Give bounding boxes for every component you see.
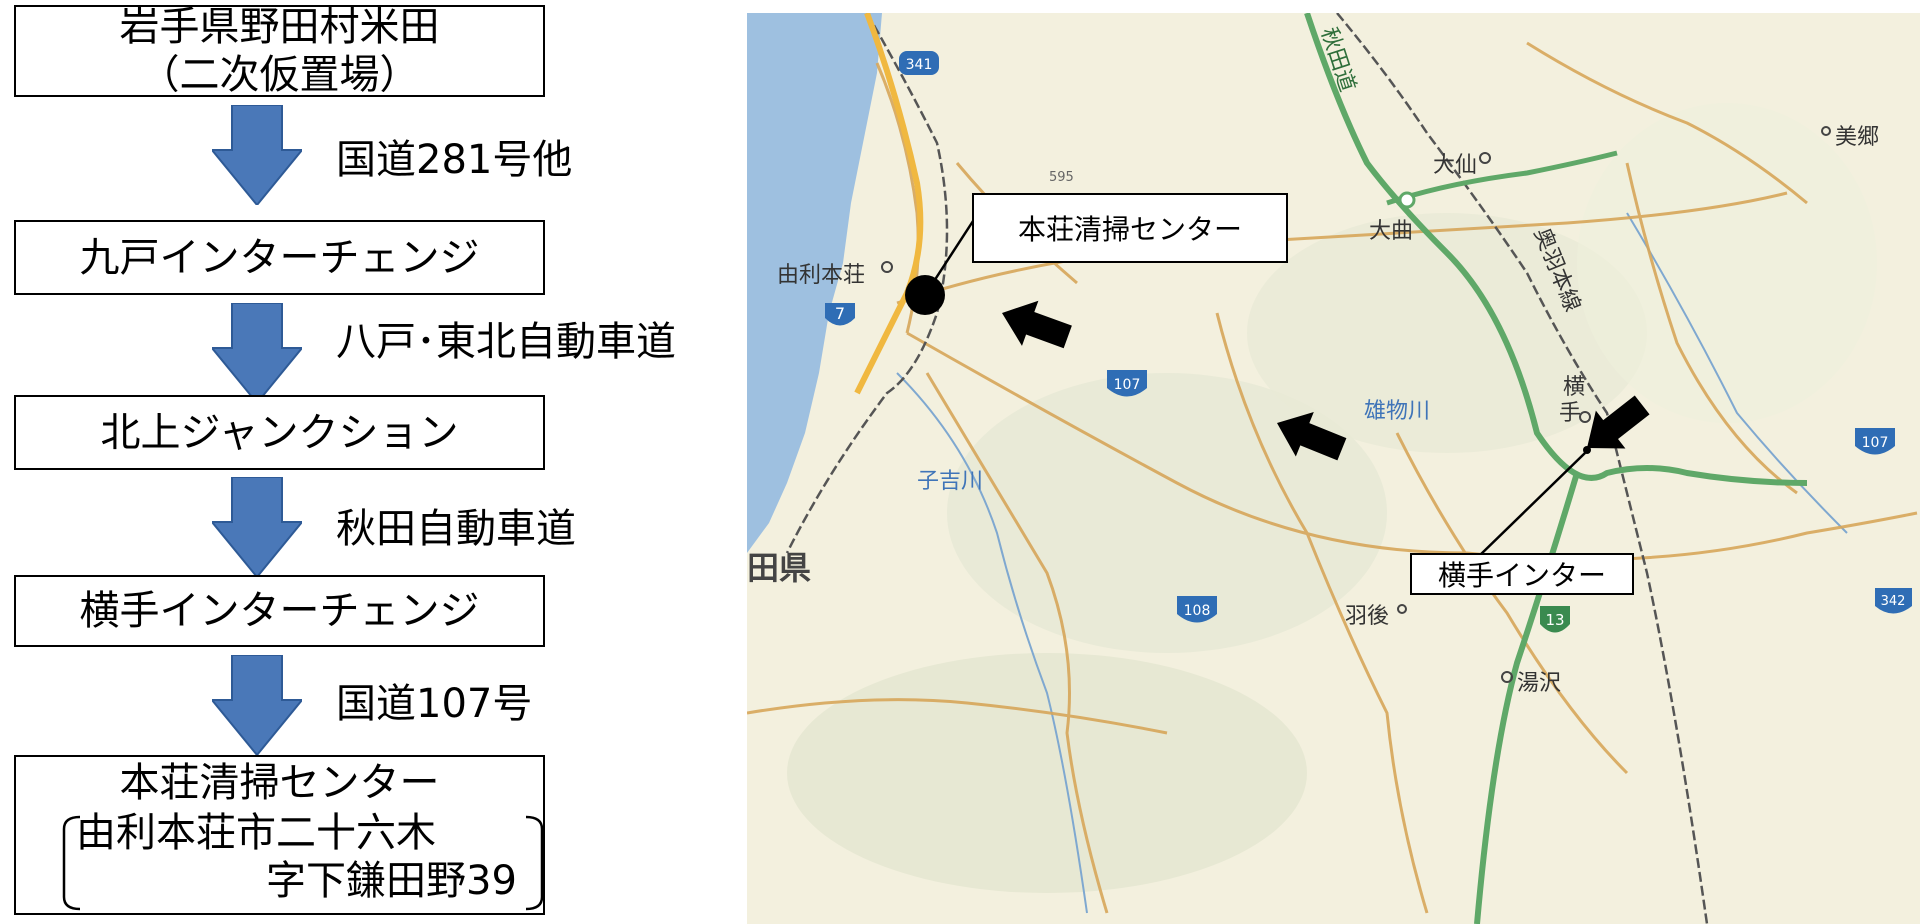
place-omagari: 大曲 xyxy=(1369,219,1414,244)
route-shield-341: 341 xyxy=(899,51,939,75)
place-misato: 美郷 xyxy=(1835,125,1880,150)
svg-text:108: 108 xyxy=(1184,603,1211,619)
step-yokote-label: 横手インターチェンジ xyxy=(79,588,480,634)
river-omono: 雄物川 xyxy=(1364,399,1431,424)
callout-yokote-ic: 横手インター xyxy=(1410,553,1634,595)
down-arrow-icon xyxy=(212,303,302,403)
direction-arrow-3 xyxy=(1587,395,1650,449)
svg-text:107: 107 xyxy=(1114,377,1141,393)
down-arrow-icon xyxy=(212,655,302,755)
callout-honjo-center: 本荘清掃センター xyxy=(972,193,1288,263)
step-kunohe-label: 九戸インターチェンジ xyxy=(79,234,480,281)
river-koyoshi: 子吉川 xyxy=(917,469,984,494)
route-map: 341 7 107 107 108 13 342 595 xyxy=(747,13,1920,924)
svg-text:341: 341 xyxy=(906,57,933,73)
place-yuzawa: 湯沢 xyxy=(1517,671,1562,696)
step-origin-label: 岩手県野田村米田 xyxy=(119,4,440,50)
svg-text:7: 7 xyxy=(835,304,845,323)
destination-block: 本荘清掃センター 由利本荘市二十六木 字下鎌田野39 xyxy=(16,757,544,913)
svg-text:13: 13 xyxy=(1545,611,1564,629)
direction-arrow-1 xyxy=(1002,300,1072,349)
step-kitakami-label: 北上ジャンクション xyxy=(100,409,459,456)
place-ugo: 羽後 xyxy=(1345,604,1390,629)
place-daisen: 大仙 xyxy=(1433,153,1478,178)
route-shield-7: 7 xyxy=(825,303,855,326)
route-shield-108: 108 xyxy=(1177,596,1217,623)
step-origin: 岩手県野田村米田 （二次仮置場） xyxy=(14,4,545,98)
direction-arrow-2 xyxy=(1277,411,1347,461)
route-number-595: 595 xyxy=(1049,170,1074,185)
step-kitakami-jct: 北上ジャンクション xyxy=(14,395,545,470)
right-brace-icon xyxy=(525,815,544,911)
route-label-2: 八戸･東北自動車道 xyxy=(336,319,676,365)
svg-text:107: 107 xyxy=(1862,435,1889,451)
route-shield-107b: 107 xyxy=(1855,428,1895,455)
step-origin-sub: （二次仮置場） xyxy=(139,52,420,98)
place-yokote-b: 手 xyxy=(1559,401,1582,426)
svg-text:342: 342 xyxy=(1881,594,1906,609)
prefecture-label: 田県 xyxy=(747,549,812,587)
place-yokote-a: 横 xyxy=(1563,375,1586,400)
route-shield-342: 342 xyxy=(1875,588,1912,614)
step-yokote-ic: 横手インターチェンジ xyxy=(14,575,545,647)
destination-address-1: 由利本荘市二十六木 xyxy=(76,810,436,856)
down-arrow-icon xyxy=(212,105,302,205)
route-shield-107a: 107 xyxy=(1107,370,1147,397)
sea-area xyxy=(747,13,882,553)
place-yurihonjo: 由利本荘 xyxy=(777,263,866,288)
destination-name: 本荘清掃センター xyxy=(119,760,440,806)
map-canvas: 341 7 107 107 108 13 342 595 xyxy=(747,13,1920,924)
step-destination: 本荘清掃センター 由利本荘市二十六木 字下鎌田野39 xyxy=(14,755,545,915)
step-kunohe-ic: 九戸インターチェンジ xyxy=(14,220,545,295)
left-brace-icon xyxy=(62,815,81,911)
route-label-4: 国道107号 xyxy=(336,681,533,727)
route-label-3: 秋田自動車道 xyxy=(336,506,576,552)
destination-address-2: 字下鎌田野39 xyxy=(266,858,517,904)
route-shield-13: 13 xyxy=(1540,606,1570,633)
down-arrow-icon xyxy=(212,477,302,577)
route-flowchart: 岩手県野田村米田 （二次仮置場） 国道281号他 九戸インターチェンジ 八戸･東… xyxy=(0,0,740,924)
route-label-1: 国道281号他 xyxy=(336,137,573,183)
